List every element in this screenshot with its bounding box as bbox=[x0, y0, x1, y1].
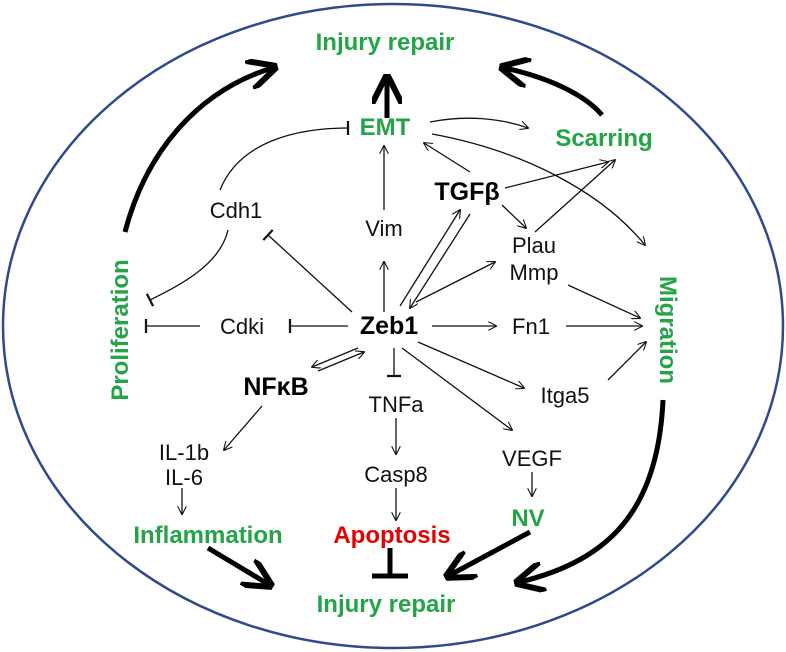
arrow-proliferation-to-injury-repair bbox=[122, 68, 272, 233]
arrow-itga5-to-migration bbox=[607, 342, 646, 381]
itga5-label: Itga5 bbox=[541, 383, 590, 408]
inhibit-cdh1-to-proliferation bbox=[145, 229, 229, 307]
casp8-label: Casp8 bbox=[364, 462, 428, 487]
arrow-tgfb-to-plau bbox=[501, 204, 526, 228]
arrow-inflammation-to-injury-repair bbox=[206, 545, 268, 584]
vim-label: Vim bbox=[365, 216, 403, 241]
inhibit-zeb1-to-cdh1 bbox=[262, 229, 353, 313]
inhibit-cdh1-to-emt bbox=[219, 120, 350, 191]
nfkb-label: NFκB bbox=[243, 373, 308, 401]
tgfb-label: TGFβ bbox=[434, 178, 499, 206]
zeb1-label: Zeb1 bbox=[360, 312, 418, 340]
injury-repair-top-label: Injury repair bbox=[316, 29, 455, 56]
arrow-nfkb-to-il1b bbox=[224, 405, 263, 450]
arrow-nfkb-to-zeb1 bbox=[317, 352, 364, 372]
mmp-label: Mmp bbox=[510, 260, 559, 285]
arrow-emt-to-scarring bbox=[429, 117, 528, 128]
arrow-zeb1-to-vegf bbox=[401, 347, 512, 430]
il6-label: IL-6 bbox=[165, 465, 203, 490]
arrow-emt-to-migration bbox=[431, 133, 645, 245]
il1b-label: IL-1b bbox=[159, 440, 209, 465]
nv-label: NV bbox=[511, 505, 544, 532]
arrow-migration-to-injury-repair bbox=[520, 399, 666, 582]
emt-label: EMT bbox=[360, 114, 411, 141]
arrow-nv-to-injury-repair bbox=[450, 529, 532, 575]
apoptosis-label: Apoptosis bbox=[333, 522, 450, 549]
arrow-scarring-to-injury-repair bbox=[505, 68, 604, 117]
arrow-mmp-to-migration bbox=[567, 284, 640, 318]
inflammation-label: Inflammation bbox=[133, 522, 282, 549]
fn1-label: Fn1 bbox=[512, 314, 550, 339]
arrow-zeb1-to-plau bbox=[415, 262, 495, 303]
arrow-zeb1-to-itga5 bbox=[417, 341, 524, 388]
vegf-label: VEGF bbox=[502, 446, 562, 471]
arrow-tgfb-to-zeb1 bbox=[410, 213, 471, 308]
arrow-tgfb-to-scarring bbox=[504, 162, 608, 189]
cdh1-label: Cdh1 bbox=[210, 198, 263, 223]
tnfa-label: TNFa bbox=[369, 392, 425, 417]
arrow-plau-to-scarring bbox=[534, 160, 615, 233]
proliferation-label: Proliferation bbox=[107, 259, 134, 400]
scarring-label: Scarring bbox=[555, 125, 652, 152]
arrow-zeb1-to-tgfb bbox=[399, 210, 460, 307]
cdki-label: Cdki bbox=[220, 314, 264, 339]
injury-repair-bottom-label: Injury repair bbox=[317, 591, 456, 618]
arrow-tgfb-to-emt bbox=[424, 143, 471, 173]
plau-label: Plau bbox=[512, 233, 556, 258]
arrow-zeb1-to-nfkb bbox=[312, 347, 359, 367]
migration-label: Migration bbox=[654, 276, 681, 384]
